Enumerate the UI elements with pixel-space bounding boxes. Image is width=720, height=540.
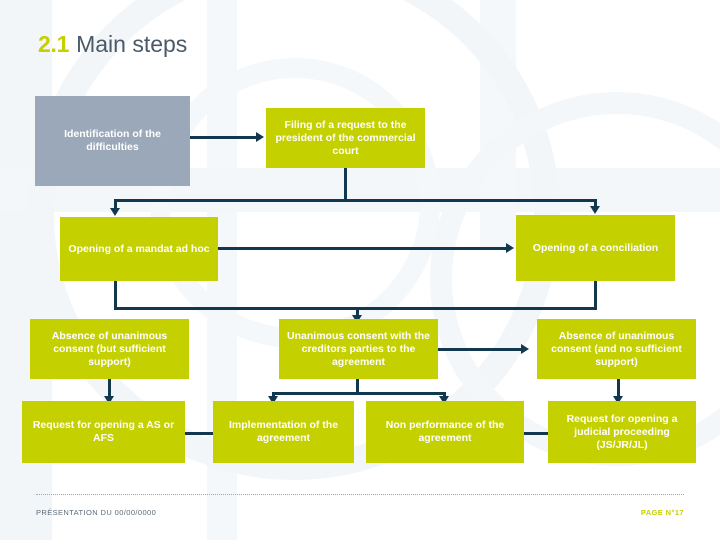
- connector-bus-to-conciliation: [594, 199, 597, 211]
- arrowhead-unanimous-to-absence-right: [521, 344, 529, 354]
- page-title-number: 2.1: [38, 31, 70, 57]
- arrowhead-bus-to-conciliation: [590, 206, 600, 214]
- footer-divider: [36, 494, 684, 496]
- flow-box-implementation-label: Implementation of the agreement: [228, 419, 339, 444]
- connector-merge-to-unanimous: [356, 307, 359, 321]
- connector-identification-to-filing: [190, 136, 256, 139]
- flow-box-request-judicial-label: Request for opening a judicial proceedin…: [566, 412, 678, 451]
- flow-box-absence-consent-left[interactable]: Absence of unanimous consent (but suffic…: [30, 319, 189, 379]
- connector-mandat-to-conciliation: [218, 247, 506, 250]
- flow-box-filing-request-label: Filing of a request to the president of …: [275, 118, 416, 157]
- flow-box-non-performance[interactable]: Non performance of the agreement: [366, 401, 524, 463]
- flow-box-identification-label: Identification of the difficulties: [64, 128, 161, 153]
- arrowhead-fork-to-implementation: [268, 396, 278, 404]
- arrowhead-mandat-to-conciliation: [506, 243, 514, 253]
- connector-filing-down: [344, 167, 347, 202]
- arrowhead-bus-to-mandat: [110, 208, 120, 216]
- watermark-ring-inner: [150, 58, 440, 348]
- flow-box-implementation[interactable]: Implementation of the agreement: [213, 401, 354, 463]
- arrowhead-identification-to-filing: [256, 132, 264, 142]
- connector-bus-to-mandat: [114, 199, 117, 213]
- page-title-text: Main steps: [76, 31, 188, 57]
- connector-unanimous-down: [356, 379, 359, 395]
- footer-presentation-label: PRÉSENTATION DU 00/00/0000: [36, 508, 157, 517]
- flow-box-unanimous-consent-label: Unanimous consent with the creditors par…: [287, 329, 430, 368]
- flow-box-mandat-ad-hoc[interactable]: Opening of a mandat ad hoc: [60, 217, 218, 281]
- connector-branch-bus-top: [114, 199, 597, 202]
- flow-box-conciliation[interactable]: Opening of a conciliation: [516, 215, 675, 281]
- flow-box-conciliation-label: Opening of a conciliation: [532, 241, 659, 254]
- connector-absence-right-down: [617, 379, 620, 401]
- watermark-square: [480, 0, 516, 250]
- arrowhead-absence-right-down: [613, 396, 623, 404]
- flow-box-absence-consent-right[interactable]: Absence of unanimous consent (and no suf…: [537, 319, 696, 379]
- connector-nonperformance-to-request-judicial: [524, 432, 548, 435]
- connector-conciliation-down: [594, 281, 597, 310]
- flow-box-mandat-ad-hoc-label: Opening of a mandat ad hoc: [68, 242, 210, 255]
- flow-box-filing-request[interactable]: Filing of a request to the president of …: [266, 108, 425, 168]
- arrowhead-fork-to-nonperformance: [439, 396, 449, 404]
- footer-page-number: PAGE N°17: [640, 508, 684, 517]
- flow-box-unanimous-consent[interactable]: Unanimous consent with the creditors par…: [279, 319, 438, 379]
- arrowhead-absence-left-down: [104, 396, 114, 404]
- connector-mandat-down: [114, 281, 117, 310]
- connector-merge-bus: [114, 307, 597, 310]
- connector-implementation-to-request-as: [185, 432, 213, 435]
- flow-box-request-as-afs[interactable]: Request for opening a AS or AFS: [22, 401, 185, 463]
- flow-box-request-judicial[interactable]: Request for opening a judicial proceedin…: [548, 401, 696, 463]
- flow-box-identification[interactable]: Identification of the difficulties: [35, 96, 190, 186]
- flow-box-non-performance-label: Non performance of the agreement: [385, 419, 505, 444]
- connector-absence-left-down: [108, 379, 111, 401]
- connector-unanimous-fork-bus: [272, 392, 446, 395]
- flow-box-absence-consent-right-label: Absence of unanimous consent (and no suf…: [551, 329, 682, 368]
- flow-box-absence-consent-left-label: Absence of unanimous consent (but suffic…: [51, 329, 168, 368]
- flow-box-request-as-afs-label: Request for opening a AS or AFS: [32, 419, 175, 444]
- connector-unanimous-to-absence-right: [437, 348, 521, 351]
